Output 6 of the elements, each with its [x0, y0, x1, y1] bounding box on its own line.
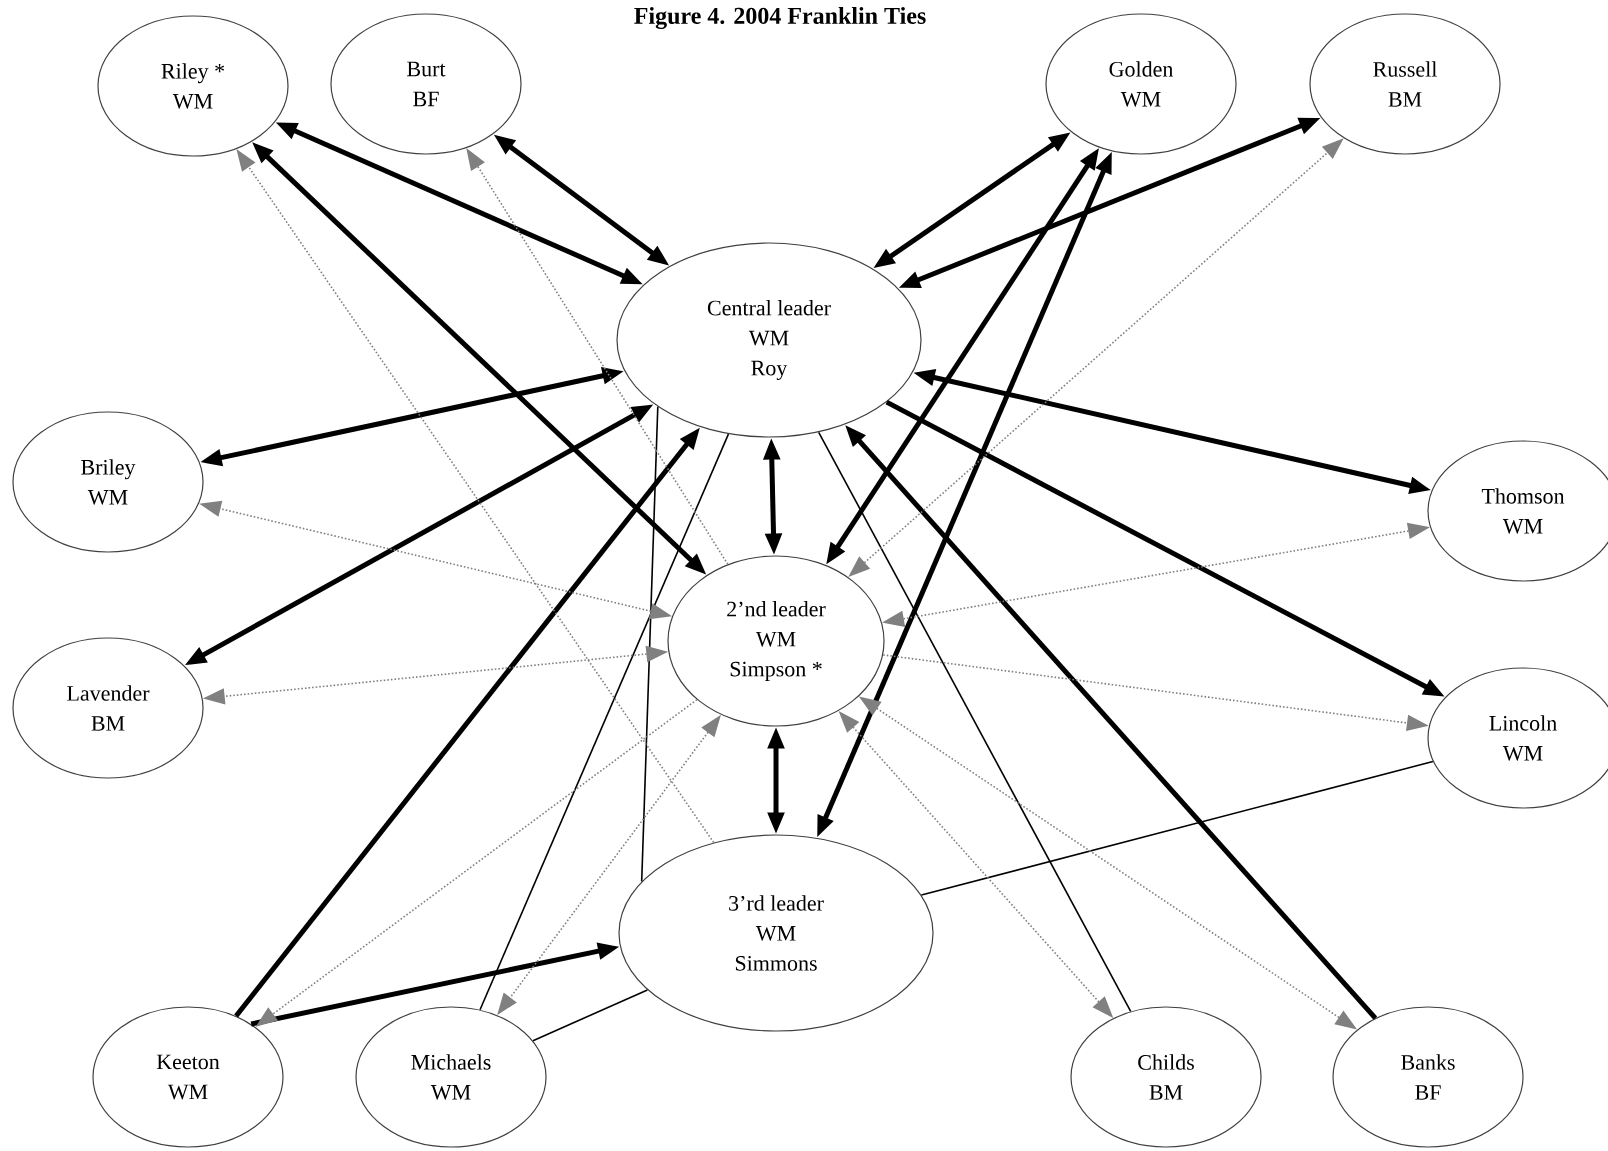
connector-line [920, 760, 1434, 896]
connector-line [640, 406, 659, 883]
connector-line [817, 431, 1132, 1013]
connector-line [479, 433, 730, 1011]
connector-line [532, 989, 649, 1042]
figure-title: Figure 4. 2004 Franklin Ties [634, 7, 926, 29]
